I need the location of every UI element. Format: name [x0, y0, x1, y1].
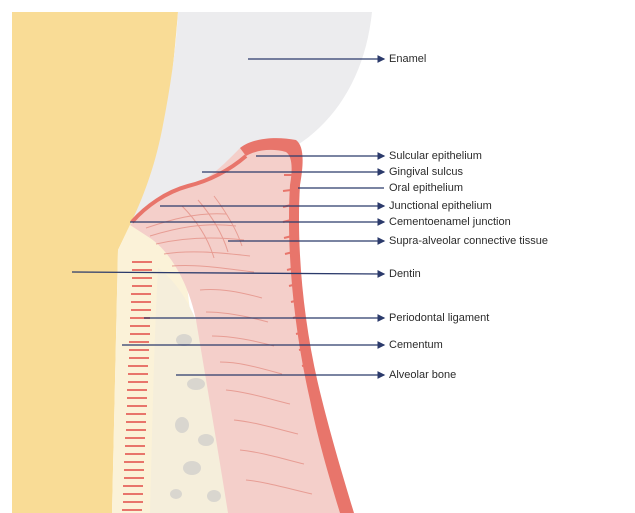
label-supra-alveolar-connective-tissue: Supra-alveolar connective tissue — [389, 235, 548, 247]
label-cementum: Cementum — [389, 339, 443, 351]
label-oral-epithelium: Oral epithelium — [389, 182, 463, 194]
label-gingival-sulcus: Gingival sulcus — [389, 166, 463, 178]
label-junctional-epithelium: Junctional epithelium — [389, 200, 492, 212]
label-enamel: Enamel — [389, 53, 426, 65]
label-sulcular-epithelium: Sulcular epithelium — [389, 150, 482, 162]
label-cementoenamel-junction: Cementoenamel junction — [389, 216, 511, 228]
label-alveolar-bone: Alveolar bone — [389, 369, 456, 381]
label-periodontal-ligament: Periodontal ligament — [389, 312, 489, 324]
label-dentin: Dentin — [389, 268, 421, 280]
